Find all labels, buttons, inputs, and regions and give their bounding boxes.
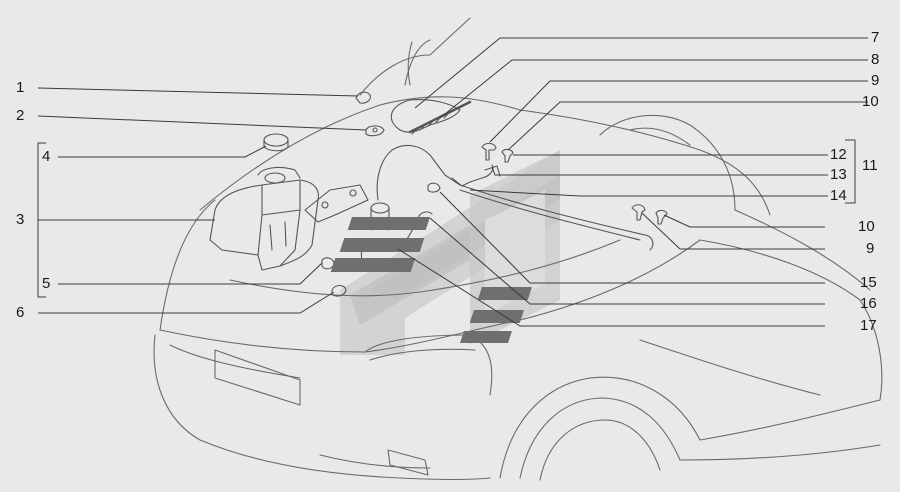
callout-9-upper: 9 [871,72,880,89]
callout-10-upper: 10 [862,93,879,110]
leader-lines [37,37,868,327]
car-body-outline [153,17,883,481]
callout-8: 8 [871,51,880,68]
callout-16: 16 [860,295,877,312]
callout-11: 11 [862,157,878,174]
callout-4: 4 [42,148,51,165]
callout-2: 2 [16,107,25,124]
washer-components [209,91,668,297]
callout-9-lower: 9 [866,240,875,257]
callout-10-lower: 10 [858,218,875,235]
callout-7: 7 [871,29,880,46]
callout-17: 17 [860,317,877,334]
callout-15: 15 [860,274,877,291]
callout-13: 13 [830,166,847,183]
callout-5: 5 [42,275,51,292]
callout-12: 12 [830,146,847,163]
callout-3: 3 [16,211,25,228]
callout-6: 6 [16,304,25,321]
callout-1: 1 [16,79,25,96]
callout-14: 14 [830,187,847,204]
watermark-logo [340,150,560,355]
